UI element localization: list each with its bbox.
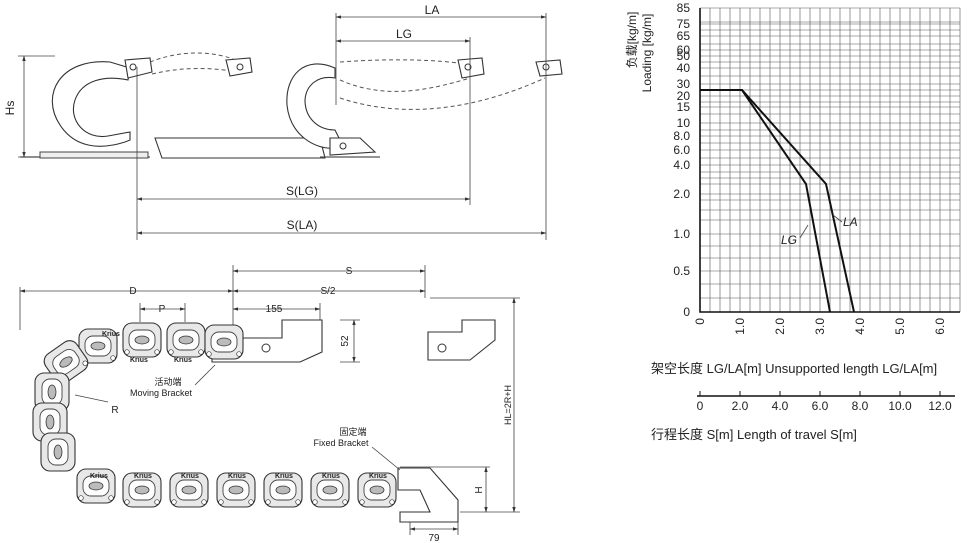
- y-tick-label: 15: [677, 100, 691, 114]
- dim-label-h: H: [474, 486, 485, 493]
- x-tick-label: 4.0: [853, 318, 867, 335]
- x-tick-label: 0: [693, 318, 707, 325]
- series-label-lg: LG: [781, 233, 797, 247]
- y-tick-label: 75: [677, 17, 691, 31]
- moving-bracket-cn-label: 活动端: [154, 376, 181, 387]
- dim-label-s-half: S/2: [320, 286, 335, 297]
- y-tick-label: 6.0: [673, 143, 690, 157]
- brand-label: Krius: [322, 473, 340, 480]
- series-line-la: [700, 89, 855, 313]
- moving-bracket-en-label: Moving Bracket: [130, 388, 193, 398]
- dim-label-52: 52: [340, 335, 351, 347]
- series-line-lg: [700, 89, 831, 313]
- dim-label-s-lg: S(LG): [286, 184, 318, 198]
- dim-label-d: D: [129, 286, 136, 297]
- dim-label-155: 155: [266, 304, 283, 315]
- load-length-chart: 857565605040302015108.06.04.02.01.00.50 …: [625, 1, 961, 442]
- y-tick-label: 65: [677, 29, 691, 43]
- x2-tick-label: 10.0: [888, 399, 912, 413]
- dim-label-p: P: [159, 304, 166, 315]
- dim-label-hl: HL=2R+H: [503, 385, 513, 425]
- dim-label-hs: Hs: [3, 101, 17, 116]
- y-tick-label: 85: [677, 1, 691, 15]
- chart-x2-tick-labels: 0 2.0 4.0 6.0 8.0 10.0 12.0: [697, 391, 955, 413]
- chart-axis: [699, 8, 960, 313]
- y-tick-label: 2.0: [673, 187, 690, 201]
- chart-xlabel: 架空长度 LG/LA[m] Unsupported length LG/LA[m…: [651, 361, 937, 376]
- x2-tick-label: 12.0: [928, 399, 952, 413]
- brand-label: Krius: [181, 473, 199, 480]
- y-tick-label: 40: [677, 61, 691, 75]
- dim-label-79: 79: [428, 533, 440, 543]
- y-tick-label: 1.0: [673, 227, 690, 241]
- y-tick-label: 50: [677, 49, 691, 63]
- chart-ylabel-en: Loading [kg/m]: [640, 14, 654, 93]
- x2-tick-label: 2.0: [732, 399, 749, 413]
- x-tick-label: 5.0: [893, 318, 907, 335]
- chart-grid: [699, 7, 961, 313]
- x-tick-label: 3.0: [813, 318, 827, 335]
- dim-label-la: LA: [425, 3, 440, 17]
- fixed-bracket-cn-label: 固定端: [339, 426, 366, 437]
- chart-ylabel-cn: 负载[kg/m]: [625, 12, 639, 69]
- x2-tick-label: 6.0: [812, 399, 829, 413]
- y-tick-label: 0: [683, 305, 690, 319]
- x2-tick-label: 8.0: [852, 399, 869, 413]
- x-tick-label: 2.0: [773, 318, 787, 335]
- series-label-la: LA: [843, 215, 858, 229]
- bottom-chain-drawing: Krius Krius Krius Krius Krius Krius Kriu…: [19, 265, 520, 543]
- y-tick-label: 0.5: [673, 264, 690, 278]
- dim-label-lg: LG: [396, 27, 412, 41]
- x-tick-label: 1.0: [733, 318, 747, 335]
- chart-x2label: 行程长度 S[m] Length of travel S[m]: [651, 427, 857, 442]
- brand-label: Krius: [90, 473, 108, 480]
- y-tick-label: 20: [677, 89, 691, 103]
- x2-tick-label: 0: [697, 399, 704, 413]
- y-tick-label: 10: [677, 116, 691, 130]
- top-side-view-drawing: LA LG S(LG) S(LA) Hs: [3, 3, 563, 240]
- brand-label: Krius: [174, 357, 192, 364]
- brand-label: Krius: [134, 473, 152, 480]
- brand-label: Krius: [228, 473, 246, 480]
- x-tick-label: 6.0: [933, 318, 947, 335]
- fixed-bracket-en-label: Fixed Bracket: [313, 438, 369, 448]
- brand-label: Krius: [102, 331, 120, 338]
- y-tick-label: 30: [677, 77, 691, 91]
- chart-x-tick-labels: 0 1.0 2.0 3.0 4.0 5.0 6.0: [693, 318, 947, 335]
- dim-label-r: R: [111, 405, 118, 416]
- y-tick-label: 4.0: [673, 158, 690, 172]
- brand-label: Krius: [369, 473, 387, 480]
- dim-label-s: S: [346, 266, 353, 277]
- brand-label: Krius: [275, 473, 293, 480]
- y-tick-label: 8.0: [673, 129, 690, 143]
- brand-label: Krius: [130, 357, 148, 364]
- x2-tick-label: 4.0: [772, 399, 789, 413]
- dim-label-s-la: S(LA): [287, 218, 318, 232]
- chart-series-lines: [700, 89, 855, 313]
- y-tick-label: 60: [677, 43, 691, 57]
